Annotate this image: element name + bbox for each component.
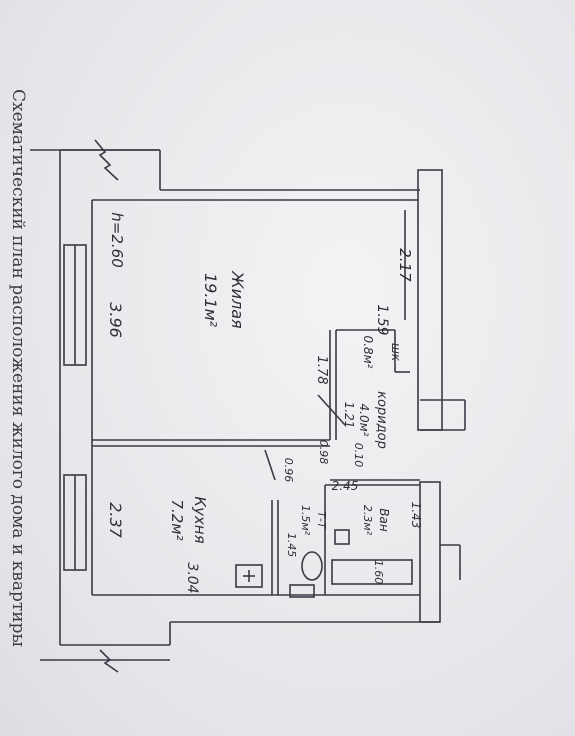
door-098: 0.98 xyxy=(317,440,330,465)
toilet-name: Т-Т xyxy=(315,511,328,530)
ceiling-height: h=2.60 xyxy=(108,212,126,267)
toilet-bowl xyxy=(301,551,323,581)
door-096: 0.96 xyxy=(282,458,295,483)
kitchen-width: 2.37 xyxy=(106,502,125,538)
closet-name: шк xyxy=(389,343,403,362)
closet-width: 1.59 xyxy=(374,304,390,335)
kitchen-depth: 3.04 xyxy=(184,562,200,593)
closet-area: 0.8м² xyxy=(361,336,375,369)
toilet-area: 1.5м² xyxy=(299,505,312,536)
break-mark-top xyxy=(94,139,119,181)
bath-name: Ван xyxy=(377,508,391,532)
bath-length: 2.45 xyxy=(332,479,359,493)
living-room-area: 19.1м² xyxy=(201,273,220,328)
bathtub xyxy=(331,559,413,585)
bath-width: 1.43 xyxy=(409,502,423,529)
tub-length: 1.60 xyxy=(372,560,385,585)
kitchen-name: Кухня xyxy=(191,496,209,543)
stove xyxy=(235,564,263,588)
kitchen-door xyxy=(264,449,276,481)
corridor-length: 1.78 xyxy=(314,356,329,385)
corridor-width: 1.21 xyxy=(342,402,356,429)
living-width: 3.96 xyxy=(106,302,125,338)
break-mark-bottom xyxy=(99,649,119,673)
kitchen-area: 7.2м² xyxy=(168,499,186,540)
hall-length: 2.17 xyxy=(396,248,414,282)
door-010: 0.10 xyxy=(352,443,365,468)
corridor-area: 4.0м² xyxy=(357,404,371,437)
sink xyxy=(334,529,350,545)
corridor-door xyxy=(317,394,346,426)
living-room-name: Жилая xyxy=(228,270,247,329)
wall-right-upper xyxy=(417,169,443,431)
bath-area: 2.3м² xyxy=(361,505,374,536)
corridor-name: коридор xyxy=(374,391,389,449)
toilet-tank xyxy=(289,584,315,598)
toilet-height: 1.45 xyxy=(285,533,298,558)
